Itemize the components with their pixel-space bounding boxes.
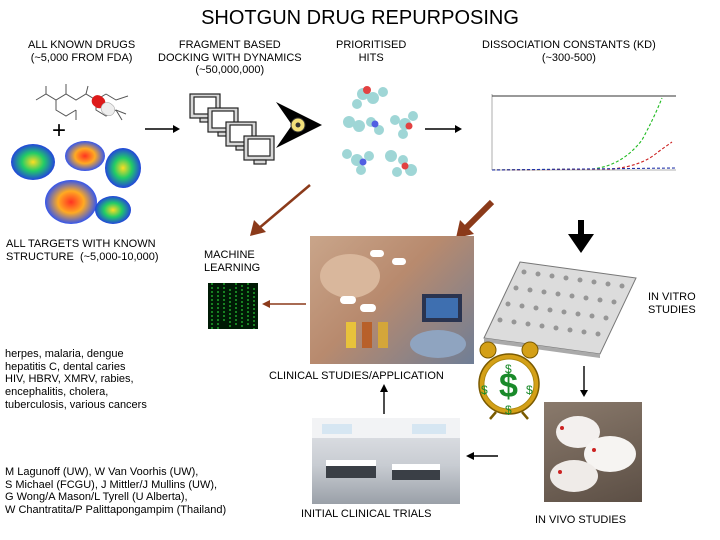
clock-dollar-center: $ <box>499 367 518 405</box>
collaborator-list: M Lagunoff (UW), W Van Voorhis (UW), S M… <box>5 466 227 516</box>
label-prioritised-hits: PRIORITISED HITS <box>336 39 407 64</box>
label-all-targets: ALL TARGETS WITH KNOWN STRUCTURE (~5,000… <box>6 238 159 263</box>
brown-arrow-to-machine-learning <box>250 184 311 236</box>
microplate-image <box>483 261 637 358</box>
arrow-lab-to-matrix <box>262 300 306 308</box>
brown-arrow-to-lab <box>456 199 495 238</box>
arrow-in-vitro-to-in-vivo <box>580 366 588 397</box>
label-in-vivo: IN VIVO STUDIES <box>535 514 627 526</box>
matrix-code-image <box>208 283 258 329</box>
disease-list: herpes, malaria, dengue hepatitis C, den… <box>5 348 147 411</box>
diagram-title: SHOTGUN DRUG REPURPOSING <box>201 7 519 29</box>
label-initial-clinical-trials: INITIAL CLINICAL TRIALS <box>301 508 432 520</box>
plus-sign: + <box>52 117 67 144</box>
label-machine-learning: MACHINE LEARNING <box>204 249 261 274</box>
clock-dollar-bottom: $ <box>505 403 512 417</box>
lab-photo-collage <box>310 236 474 364</box>
computer-cluster-image <box>189 93 275 165</box>
arrow-drugs-to-docking <box>145 125 180 133</box>
arrow-trials-to-application <box>380 384 388 414</box>
docking-arrowhead-icon <box>276 102 322 148</box>
protein-structures-image <box>11 141 141 224</box>
arrow-kd-to-in-vitro <box>568 220 594 253</box>
clock-dollar-top: $ <box>505 362 512 376</box>
binding-curves-plot <box>491 94 677 171</box>
cost-clock-icon <box>478 341 540 420</box>
hospital-ward-photo <box>312 418 460 504</box>
hit-molecules-image <box>342 86 418 177</box>
mice-photo <box>544 402 642 502</box>
arrow-in-vivo-to-trials <box>466 452 498 460</box>
drug-molecule-image <box>35 84 129 121</box>
label-fragment-docking: FRAGMENT BASED DOCKING WITH DYNAMICS (~5… <box>158 39 302 77</box>
label-all-known-drugs: ALL KNOWN DRUGS (~5,000 FROM FDA) <box>28 39 136 64</box>
label-clinical-studies: CLINICAL STUDIES/APPLICATION <box>269 370 444 382</box>
label-in-vitro: IN VITRO STUDIES <box>648 291 696 316</box>
arrow-hits-to-kd <box>425 125 462 133</box>
clock-dollar-left: $ <box>481 383 488 397</box>
clock-dollar-right: $ <box>526 383 533 397</box>
label-dissociation-constants: DISSOCIATION CONSTANTS (KD) (~300-500) <box>482 39 656 64</box>
